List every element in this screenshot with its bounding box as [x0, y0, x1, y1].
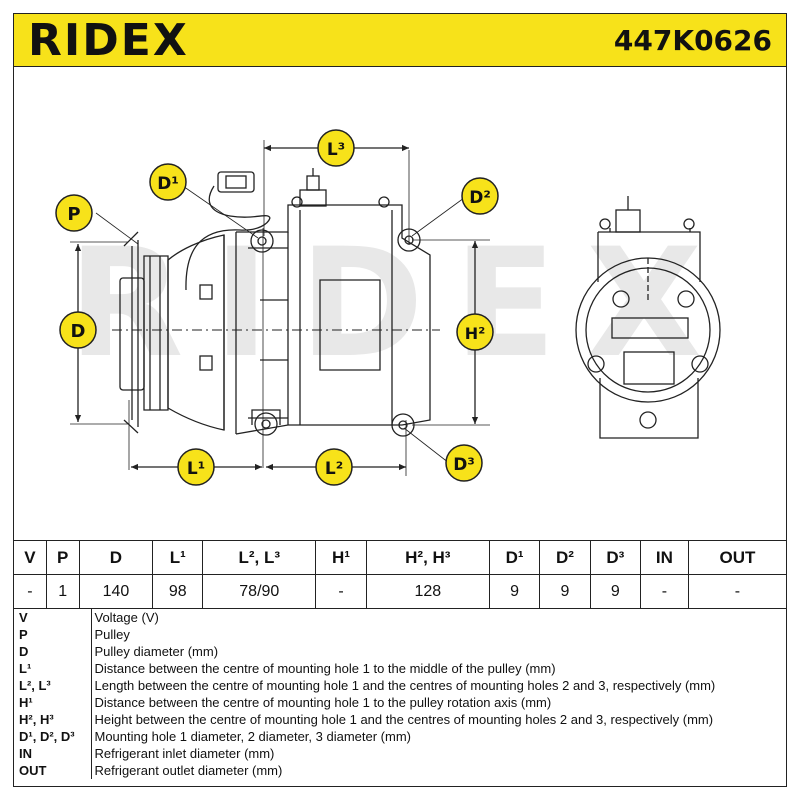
label-d2: D²	[469, 188, 491, 208]
legend-key: D¹, D², D³	[13, 728, 92, 745]
legend-key: L², L³	[13, 677, 92, 694]
label-d3-callout: D³	[445, 444, 483, 482]
spec-value-v: -	[13, 574, 47, 609]
part-number: 447K0626	[613, 24, 772, 57]
legend-table: V Voltage (V) P Pulley D Pulley diameter…	[13, 609, 787, 779]
label-p-callout: P	[55, 194, 93, 232]
legend-key: H¹	[13, 694, 92, 711]
label-l1-callout: L¹	[177, 448, 215, 486]
spec-table: V P D L¹ L², L³ H¹ H², H³ D¹ D² D³ IN OU…	[13, 540, 788, 609]
legend-key: IN	[13, 745, 92, 762]
legend-row: D¹, D², D³ Mounting hole 1 diameter, 2 d…	[13, 728, 787, 745]
label-d3: D³	[453, 455, 475, 475]
spec-value-h2-h3: 128	[365, 574, 490, 609]
label-d2-callout: D²	[461, 177, 499, 215]
legend-row: L², L³ Length between the centre of moun…	[13, 677, 787, 694]
spec-header-h2-h3: H², H³	[365, 540, 490, 575]
legend-row: D Pulley diameter (mm)	[13, 643, 787, 660]
spec-header-v: V	[13, 540, 47, 575]
label-l2: L²	[325, 459, 343, 479]
spec-header-d1: D¹	[488, 540, 541, 575]
spec-value-row: - 1 140 98 78/90 - 128 9 9 9 - -	[13, 574, 788, 609]
legend-row: OUT Refrigerant outlet diameter (mm)	[13, 762, 787, 779]
spec-header-d2: D²	[539, 540, 591, 575]
label-d1-callout: D¹	[149, 163, 187, 201]
legend-row: L¹ Distance between the centre of mounti…	[13, 660, 787, 677]
legend-row: IN Refrigerant inlet diameter (mm)	[13, 745, 787, 762]
spec-header-in: IN	[640, 540, 689, 575]
spec-value-p: 1	[45, 574, 80, 609]
label-l2-callout: L²	[315, 448, 353, 486]
legend-desc: Height between the centre of mounting ho…	[94, 712, 714, 727]
legend-key: P	[13, 626, 92, 643]
legend-row: P Pulley	[13, 626, 787, 643]
front-view-drawing	[575, 196, 721, 439]
legend-key: D	[13, 643, 92, 660]
content-frame	[13, 67, 787, 787]
pulley-drawing	[119, 231, 169, 434]
label-d1: D¹	[157, 174, 179, 194]
spec-value-out: -	[687, 574, 788, 609]
legend-desc: Length between the centre of mounting ho…	[94, 678, 716, 693]
spec-value-in: -	[640, 574, 689, 609]
spec-header-d3: D³	[589, 540, 642, 575]
brand-logo: RIDEX	[28, 15, 189, 66]
compressor-drawing: RIDEX	[55, 129, 732, 486]
spec-header-d: D	[78, 540, 154, 575]
legend-key: V	[13, 609, 92, 626]
legend-key: H², H³	[13, 711, 92, 728]
label-d-callout: D	[59, 311, 97, 349]
legend-desc: Distance between the centre of mounting …	[94, 661, 556, 676]
spec-value-d3: 9	[589, 574, 642, 609]
spec-value-l2-l3: 78/90	[202, 574, 317, 609]
spec-header-p: P	[45, 540, 80, 575]
spec-value-l1: 98	[152, 574, 204, 609]
spec-value-d1: 9	[488, 574, 541, 609]
label-l3-callout: L³	[317, 129, 355, 167]
legend-row: H¹ Distance between the centre of mounti…	[13, 694, 787, 711]
spec-value-d: 140	[78, 574, 154, 609]
spec-value-h1: -	[315, 574, 367, 609]
spec-header-l2-l3: L², L³	[202, 540, 317, 575]
spec-header-row: V P D L¹ L², L³ H¹ H², H³ D¹ D² D³ IN OU…	[13, 540, 788, 575]
label-h2-callout: H²	[456, 313, 494, 351]
label-l1: L¹	[187, 459, 205, 479]
spec-header-l1: L¹	[152, 540, 204, 575]
legend-desc: Mounting hole 1 diameter, 2 diameter, 3 …	[94, 729, 411, 744]
spec-value-d2: 9	[539, 574, 591, 609]
legend-desc: Pulley	[94, 627, 130, 642]
legend-desc: Refrigerant outlet diameter (mm)	[94, 763, 283, 778]
legend-desc: Voltage (V)	[94, 610, 159, 625]
spec-header-out: OUT	[687, 540, 788, 575]
legend-row: V Voltage (V)	[13, 609, 787, 626]
legend-desc: Distance between the centre of mounting …	[94, 695, 552, 710]
watermark: RIDEX	[68, 217, 732, 391]
legend-desc: Refrigerant inlet diameter (mm)	[94, 746, 275, 761]
label-d: D	[71, 321, 86, 342]
header-bar: RIDEX 447K0626	[13, 13, 787, 67]
spec-header-h1: H¹	[315, 540, 367, 575]
legend-desc: Pulley diameter (mm)	[94, 644, 219, 659]
label-l3: L³	[327, 140, 345, 160]
label-p: P	[67, 204, 80, 225]
legend-key: OUT	[13, 762, 92, 779]
legend-key: L¹	[13, 660, 92, 677]
label-h2: H²	[465, 324, 485, 343]
legend-row: H², H³ Height between the centre of moun…	[13, 711, 787, 728]
